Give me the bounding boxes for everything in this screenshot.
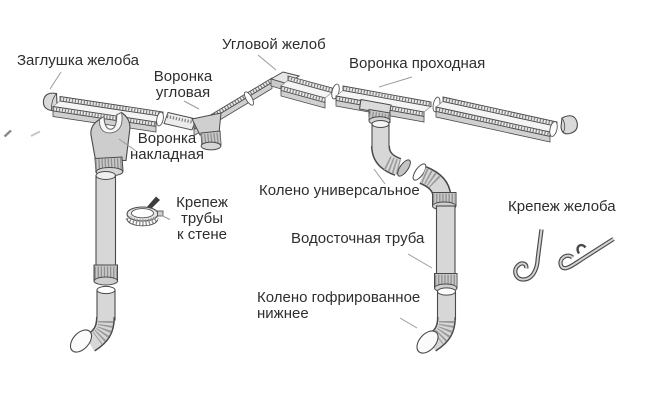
label-gutter-end-cap: Заглушка желоба — [17, 52, 139, 69]
leader-lines — [49, 54, 433, 329]
label-overlay-funnel: Воронка накладная — [130, 130, 204, 163]
label-lower-elbow: Колено гофрированное нижнее — [257, 289, 421, 322]
label-pipe-wall-clamp: Крепеж трубы к стене — [176, 194, 228, 243]
gutter-section-left-part — [52, 95, 164, 133]
label-gutter-bracket: Крепеж желоба — [508, 198, 616, 215]
pass-through-funnel-gutter-part — [335, 85, 441, 126]
gutter-end-cap-right-part — [560, 115, 578, 135]
downpipe-left-part — [93, 171, 119, 321]
corner-funnel-part — [191, 112, 222, 151]
lower-elbow-right-part — [416, 316, 456, 354]
label-corner-funnel: Воронка угловая — [153, 68, 213, 101]
overlay-funnel-part — [90, 111, 131, 177]
pipe-wall-clamp-part — [125, 196, 164, 227]
universal-elbow-part — [371, 120, 457, 211]
stray-marks — [3, 129, 41, 138]
label-pass-through-funnel: Воронка проходная — [349, 55, 486, 72]
downpipe-right-part — [434, 205, 458, 321]
gutter-section-right-part — [435, 96, 558, 143]
label-universal-elbow: Колено универсальное — [259, 182, 420, 199]
gutter-bracket-hook-1 — [513, 229, 544, 282]
label-downpipe: Водосточная труба — [291, 230, 425, 247]
label-corner-gutter: Угловой желоб — [222, 36, 326, 53]
lower-elbow-left-part — [69, 316, 115, 353]
gutter-bracket-hook-2 — [558, 237, 615, 271]
